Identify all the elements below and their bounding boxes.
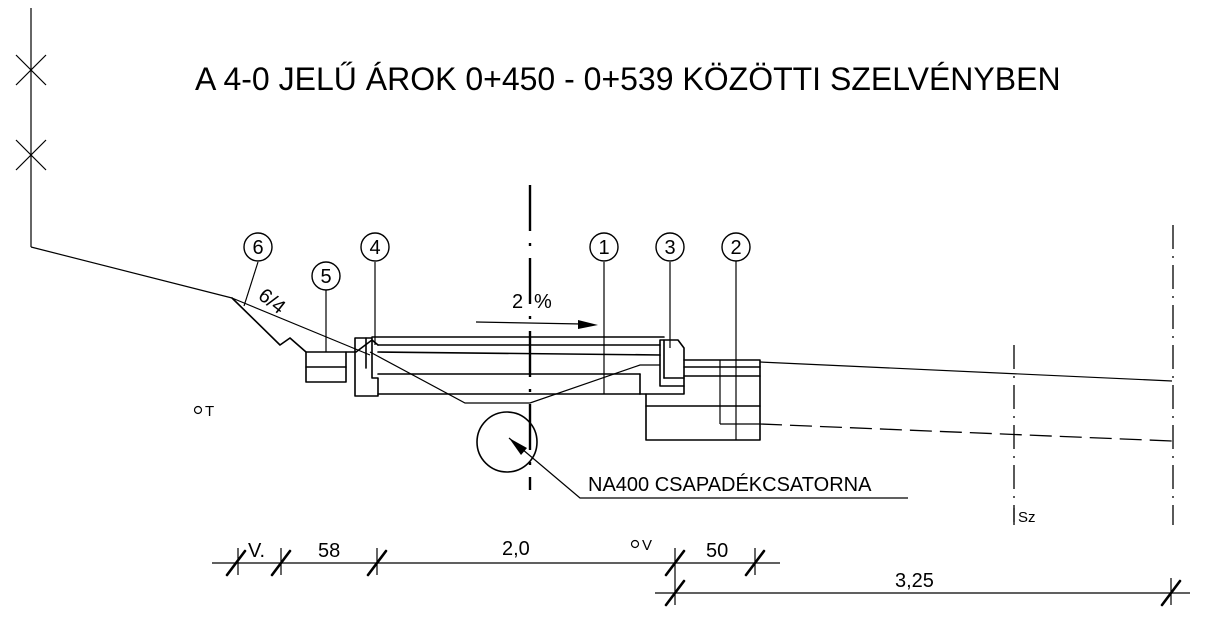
- svg-text:Sz: Sz: [1018, 509, 1036, 526]
- terrain-line-right: [759, 361, 1173, 382]
- pavement: [369, 336, 665, 404]
- svg-text:3: 3: [664, 237, 675, 259]
- marker-3: 3: [655, 232, 685, 262]
- grade-arrow: [475, 320, 598, 329]
- drawing-title: A 4-0 JELŰ ÁROK 0+450 - 0+539 KÖZÖTTI SZ…: [195, 61, 1061, 97]
- dim-58: 58: [318, 540, 340, 562]
- svg-text:1: 1: [598, 237, 609, 259]
- subgrade-dashed-line: [759, 423, 1173, 442]
- pipe-circle: [476, 411, 538, 473]
- dimension-line-lower: [655, 578, 1190, 607]
- right-curb: [639, 339, 685, 395]
- marker-1: 1: [589, 232, 619, 262]
- dim-50: 50: [706, 540, 728, 562]
- pipe-leader: [508, 437, 908, 499]
- slope-label: 6/4: [254, 284, 289, 318]
- left-curb: [354, 337, 379, 397]
- pipe-label: NA400 CSAPADÉKCSATORNA: [588, 473, 872, 496]
- ditch: [231, 297, 379, 383]
- point-sz: Sz: [1013, 508, 1036, 526]
- marker-leaders: [243, 261, 671, 394]
- svg-text:5: 5: [320, 266, 331, 288]
- svg-text:T: T: [205, 403, 214, 420]
- grade-unit: %: [534, 291, 552, 313]
- marker-6: 6: [243, 232, 273, 262]
- marker-5: 5: [311, 261, 341, 291]
- svg-text:V: V: [642, 537, 652, 554]
- road-structure: [645, 258, 761, 441]
- point-t: T: [193, 403, 214, 420]
- marker-4: 4: [360, 232, 390, 262]
- dim-3-25: 3,25: [895, 570, 934, 592]
- dim-v: V.: [248, 540, 265, 562]
- svg-text:4: 4: [369, 237, 380, 259]
- marker-2: 2: [721, 232, 751, 262]
- dim-2-0: 2,0: [502, 538, 530, 560]
- left-boundary: [15, 8, 47, 247]
- dimension-line-upper: [212, 548, 780, 605]
- point-v: V: [630, 537, 652, 554]
- svg-text:6: 6: [252, 237, 263, 259]
- svg-text:2: 2: [730, 237, 741, 259]
- grade-value: 2: [512, 291, 523, 313]
- terrain-line-left: [30, 246, 233, 299]
